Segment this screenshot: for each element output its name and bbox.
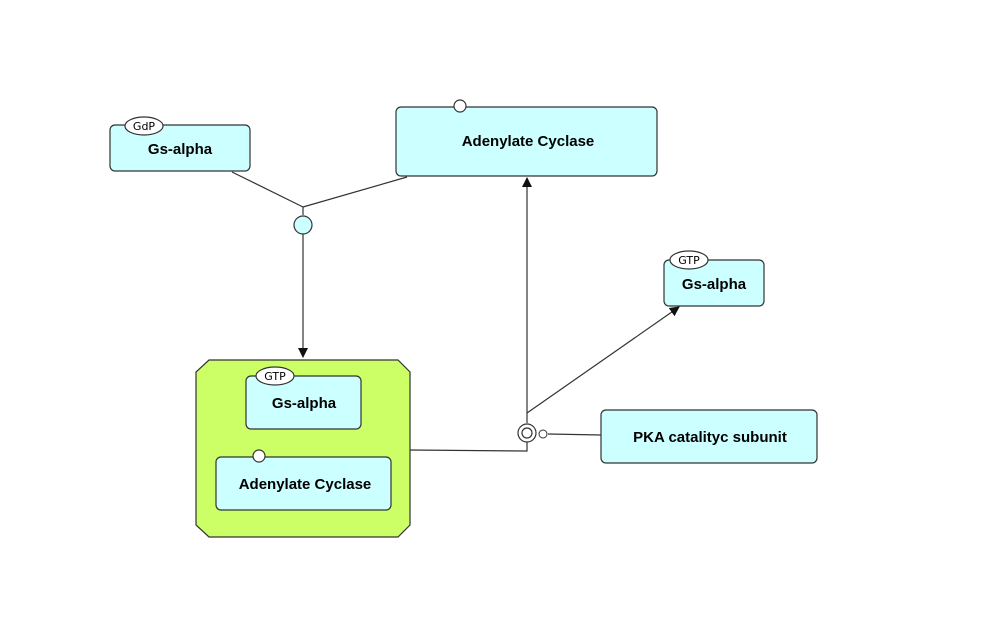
adenylate-cyclase-top-unit-of-info [453, 99, 467, 113]
gdp-state-variable [124, 116, 164, 136]
adenylate-cyclase-top-label: Adenylate Cyclase [462, 133, 595, 150]
edge-dissociation-to-gs-gtp[interactable] [526, 306, 680, 414]
adenylate-cyclase-top-node[interactable]: Adenylate Cyclase [395, 99, 658, 177]
complex-gs-alpha-node[interactable]: Gs-alpha GTP [245, 366, 362, 430]
complex-adenylate-cyclase-label: Adenylate Cyclase [239, 476, 372, 493]
gs-alpha-gtp-right-label: Gs-alpha [682, 276, 747, 293]
complex-node[interactable]: Gs-alpha GTP Adenylate Cyclase [195, 359, 411, 538]
complex-adenylate-cyclase-unit-of-info [252, 449, 266, 463]
edge-gs-gdp-to-association[interactable] [231, 171, 304, 208]
pka-catalytic-label: PKA catalityc subunit [633, 429, 787, 446]
dissociation-node[interactable] [517, 423, 537, 443]
modulation-port [538, 429, 548, 439]
edges [231, 171, 680, 452]
gs-alpha-gtp-right-node[interactable]: Gs-alpha GTP [663, 250, 765, 307]
edge-pka-to-dissociation[interactable] [547, 433, 602, 436]
gtp-state-label-right: GTP [678, 254, 700, 267]
gdp-state-label: GdP [133, 120, 156, 133]
gtp-state-variable-complex [255, 366, 295, 386]
edge-ac-to-association[interactable] [302, 176, 408, 208]
gtp-state-variable-right [669, 250, 709, 270]
gtp-state-label-complex: GTP [264, 370, 286, 383]
complex-gs-alpha-label: Gs-alpha [272, 395, 337, 412]
complex-adenylate-cyclase-node[interactable]: Adenylate Cyclase [215, 449, 392, 511]
pka-catalytic-node[interactable]: PKA catalityc subunit [600, 409, 818, 464]
gs-alpha-gdp-label: Gs-alpha [148, 141, 213, 158]
association-node[interactable] [293, 215, 313, 235]
edge-complex-to-dissociation[interactable] [409, 442, 528, 452]
gs-alpha-gdp-node[interactable]: Gs-alpha GdP [109, 116, 251, 172]
